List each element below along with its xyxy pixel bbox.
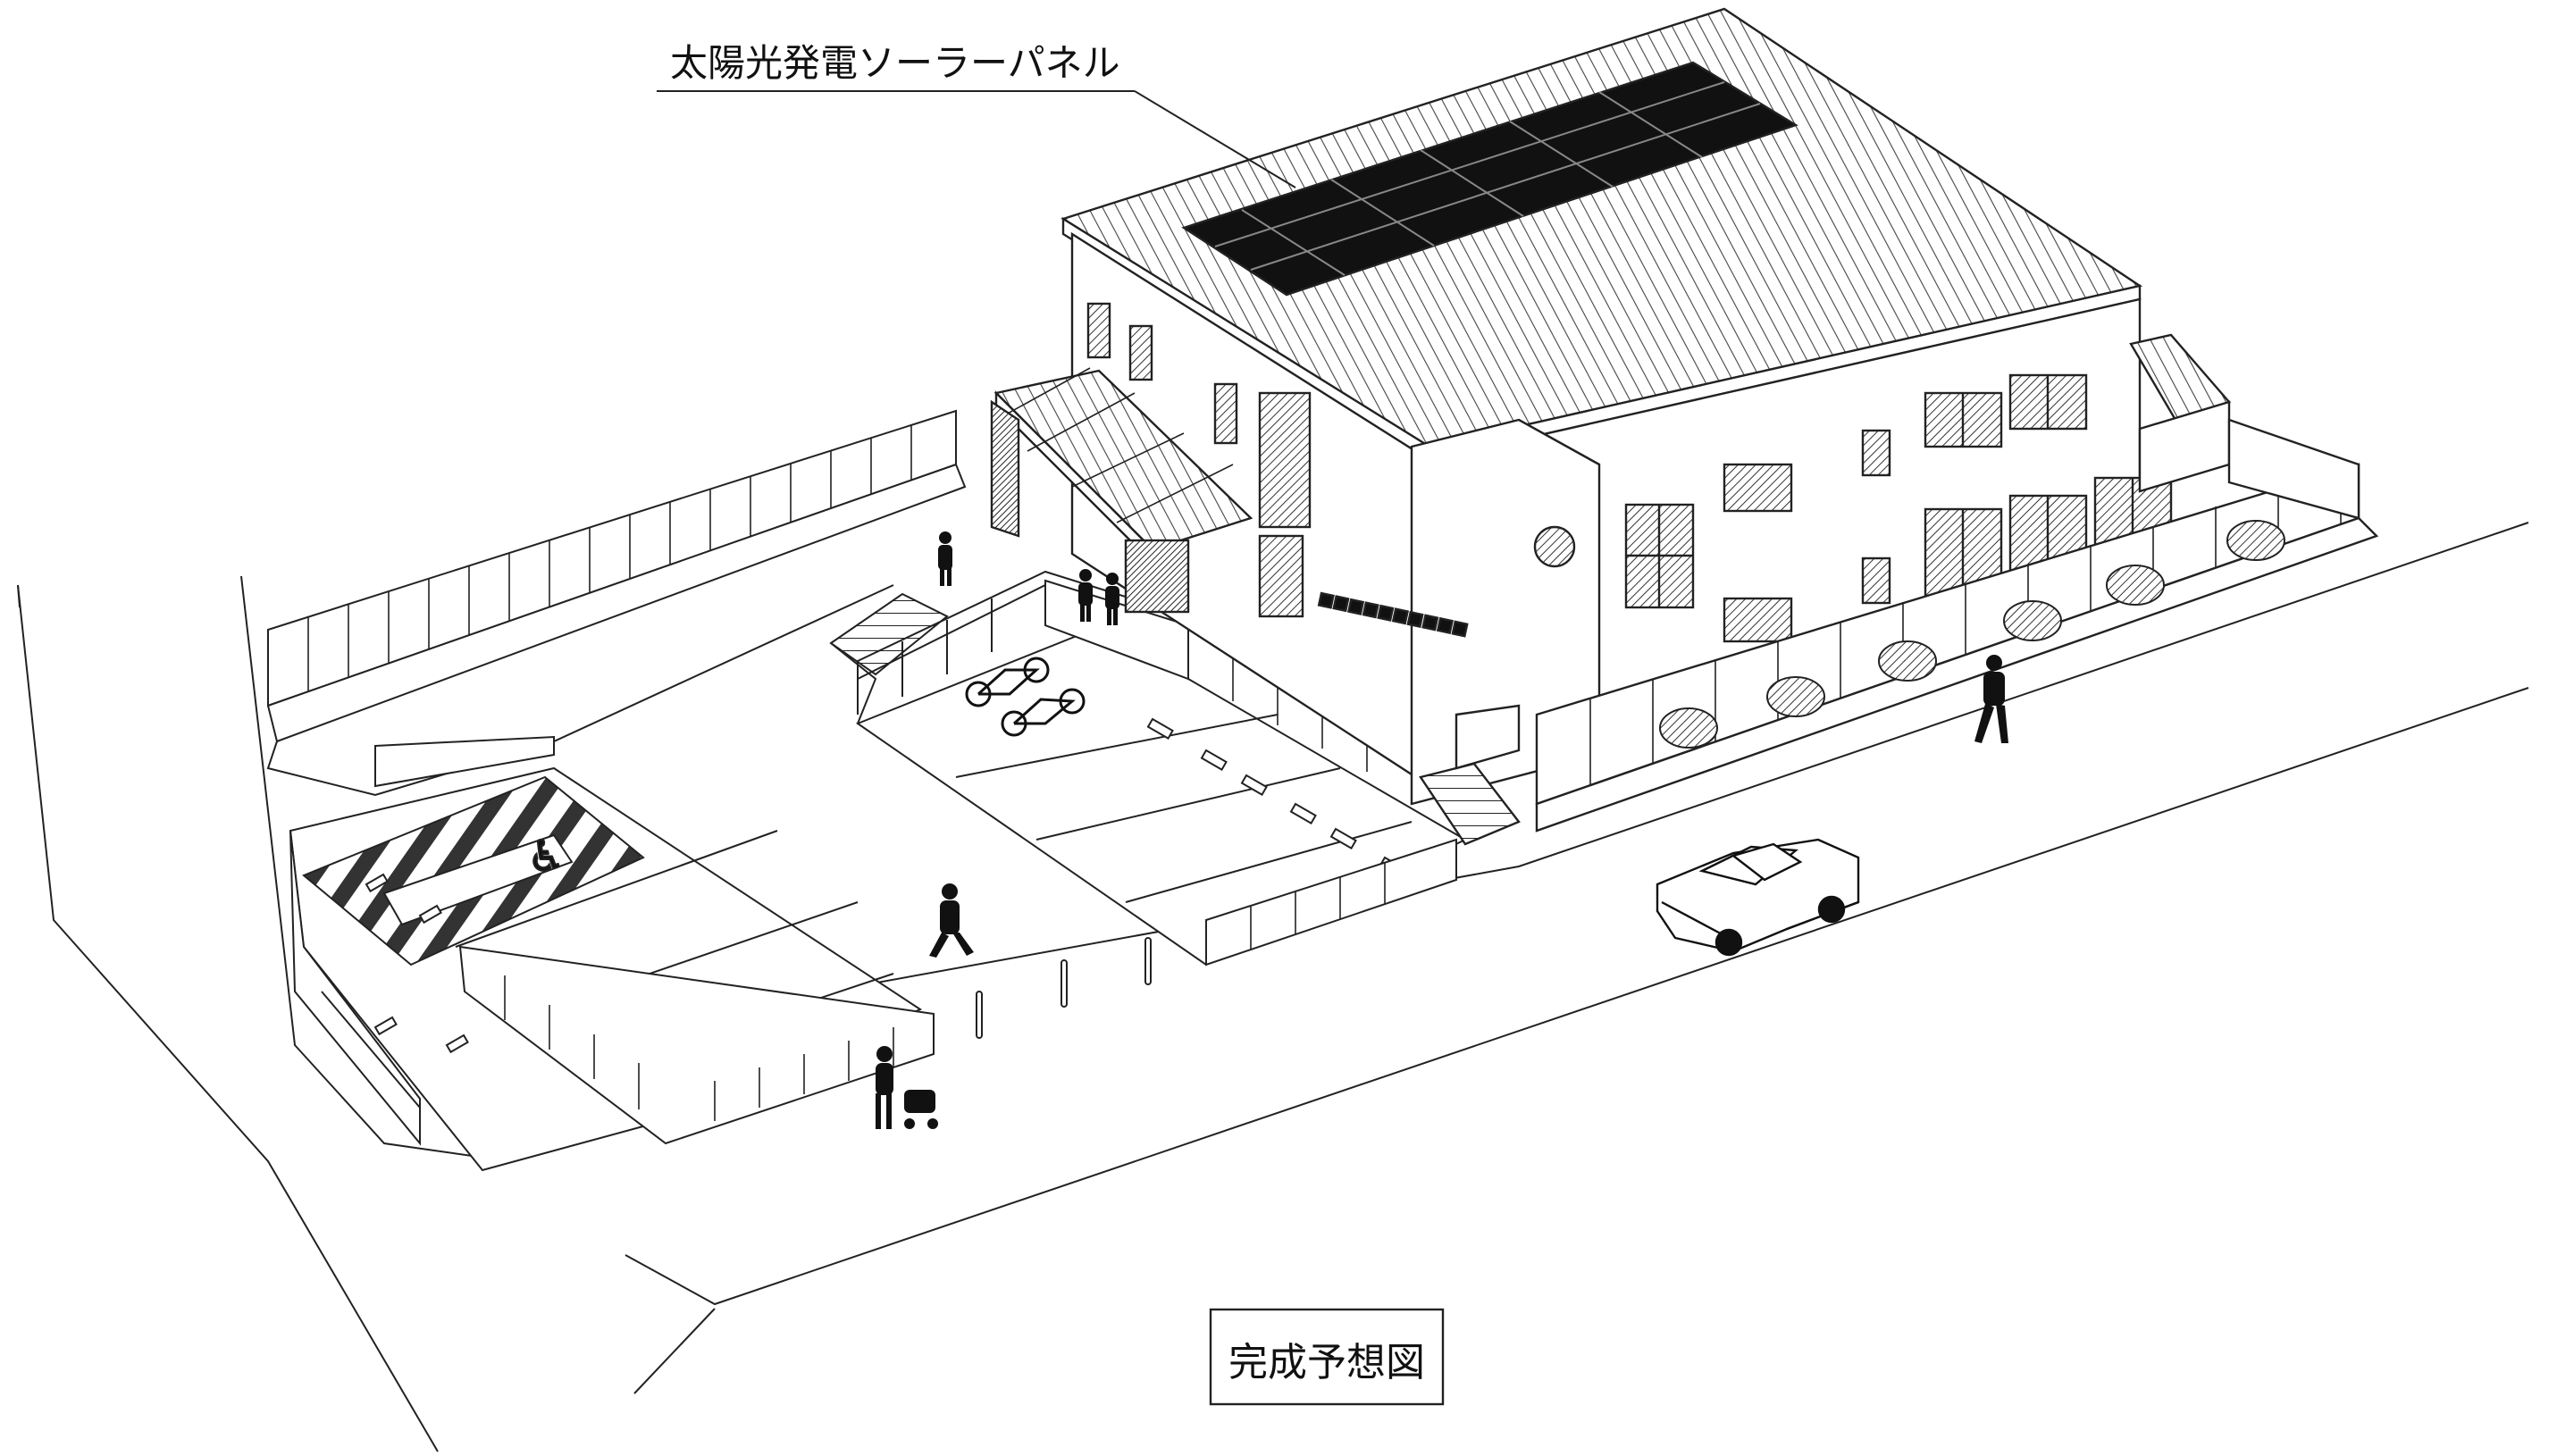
central-courtyard xyxy=(829,570,1468,1039)
solar-panel-callout: 太陽光発電ソーラーパネル xyxy=(657,41,1296,188)
person-on-stairs-icon xyxy=(938,531,952,586)
solar-panel-array xyxy=(1181,61,1798,297)
caption-box: 完成予想図 xyxy=(1209,1308,1445,1406)
left-parking-area: ♿ xyxy=(266,409,967,1172)
walking-person-icon xyxy=(929,883,974,958)
bicycles xyxy=(965,657,1086,737)
person-with-stroller-icon xyxy=(876,1046,938,1129)
solar-panel-label: 太陽光発電ソーラーパネル xyxy=(670,41,1120,85)
building: ■■■■■■■■■■ xyxy=(990,7,2379,846)
ground-lines xyxy=(17,522,2529,1452)
wheelchair-icon: ♿ xyxy=(527,832,566,882)
people xyxy=(876,531,2008,1129)
shrubs xyxy=(1659,520,2285,749)
standing-pair-icon xyxy=(1078,569,1119,625)
car-icon xyxy=(1656,838,1860,957)
pedestrian-right-icon xyxy=(1974,655,2008,743)
caption-title: 完成予想図 xyxy=(1228,1340,1425,1385)
